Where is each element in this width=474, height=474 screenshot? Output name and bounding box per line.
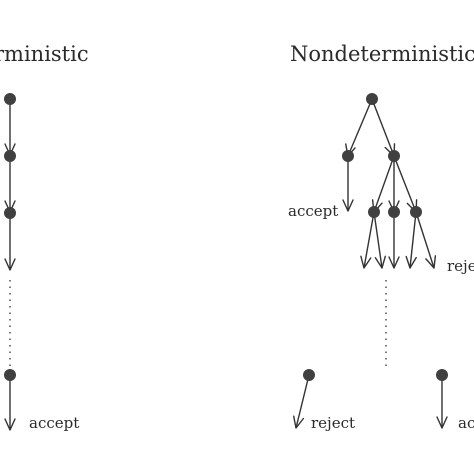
nd-arrowhead-accept <box>342 199 354 212</box>
det-node-final <box>4 369 16 381</box>
det-arrowhead-3 <box>4 258 16 271</box>
nd-arrowhead-bottom-left <box>293 415 305 429</box>
nd-arrowhead-leaf-4 <box>405 255 417 269</box>
deterministic-panel: rministic accept <box>0 42 89 432</box>
deterministic-title: rministic <box>0 42 89 66</box>
nd-edge-leaf-2 <box>373 211 383 269</box>
nd-accept-label-1: accept <box>288 202 338 220</box>
nd-edge-bottom-left <box>295 374 310 429</box>
nd-arrowhead-leaf-3 <box>388 256 400 269</box>
nd-node-l2-a <box>368 206 380 218</box>
nd-reject-label-2: reject <box>311 414 355 432</box>
nd-edge-leaf-5 <box>415 211 435 269</box>
nd-edge-leaf-1 <box>363 211 375 269</box>
nd-node-l1-left <box>342 150 354 162</box>
nd-node-l2-c <box>410 206 422 218</box>
nondeterministic-panel: Nondeterministic accept reje re <box>288 42 474 432</box>
nd-node-l1-right <box>388 150 400 162</box>
nd-reject-label-1: reje <box>447 257 474 275</box>
det-node-1 <box>4 93 16 105</box>
det-accept-label: accept <box>29 414 79 432</box>
nd-edge-leaf-4 <box>409 211 417 269</box>
det-node-3 <box>4 207 16 219</box>
nd-edge-root-right <box>371 98 395 157</box>
nd-edge-l2-a <box>373 155 395 213</box>
nd-node-l2-b <box>388 206 400 218</box>
nd-arrowhead-leaf-2 <box>374 255 386 269</box>
nd-root-node <box>366 93 378 105</box>
nd-arrowhead-leaf-1 <box>360 255 372 269</box>
nd-arrowhead-leaf-5 <box>425 255 437 269</box>
nd-edge-l2-c <box>393 155 417 213</box>
nd-node-bottom-left <box>303 369 315 381</box>
det-node-2 <box>4 150 16 162</box>
nondeterministic-title: Nondeterministic <box>290 42 474 66</box>
nd-accept-label-2: acc <box>458 414 474 432</box>
nd-node-bottom-right <box>436 369 448 381</box>
nd-edge-root-left <box>347 98 373 157</box>
det-arrowhead-final <box>4 418 16 431</box>
nd-arrowhead-bottom-right <box>436 416 448 429</box>
